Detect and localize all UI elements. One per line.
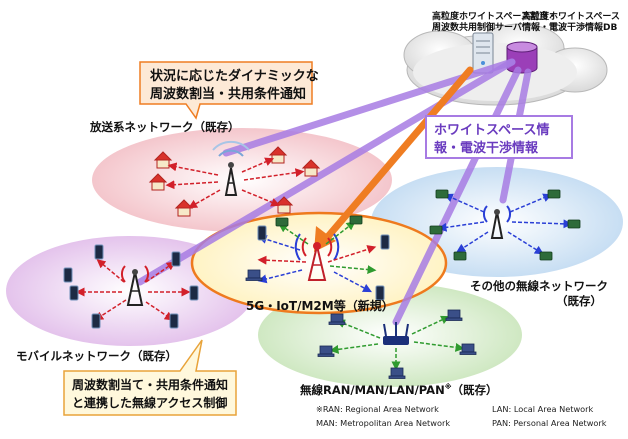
mobile-network-label: モバイルネットワーク（既存） [16, 349, 177, 363]
phone-icon [380, 234, 390, 250]
laptop-icon [245, 269, 263, 281]
center-tower-icon [294, 233, 340, 281]
laptop-icons [245, 269, 477, 379]
callout-bottom-line2: と連携した無線アクセス制御 [72, 395, 227, 410]
sensor-icons [275, 189, 581, 261]
center-network-label: 5G・IoT/M2M等（新規） [246, 298, 394, 313]
server-label-line1: 高粒度ホワイトスペース割当・ [432, 10, 557, 22]
sensor-icon [349, 215, 363, 225]
house-icon [148, 173, 168, 191]
callout-top-line1: 状況に応じたダイナミックな [150, 68, 319, 84]
house-icons [148, 146, 321, 217]
phone-icon [189, 285, 199, 301]
database-icon [506, 41, 538, 74]
other-tower-icon [483, 205, 511, 239]
house-icon [174, 199, 194, 217]
laptop-icon [388, 367, 406, 379]
phone-icon [257, 225, 267, 241]
callout-bottom: 周波数割当て・共用条件通知 と連携した無線アクセス制御 [63, 339, 237, 416]
phone-icon [171, 251, 181, 267]
sensor-icon [275, 217, 289, 227]
callout-top-line2: 周波数割当・共用条件通知 [150, 86, 306, 102]
sensor-icon [567, 219, 581, 229]
wlan-note-mark: ※ [445, 382, 452, 391]
db-label-line1: 高粒度ホワイトスペース [522, 10, 620, 22]
link-wlan [392, 66, 522, 326]
wlan-network-name: 無線RAN/MAN/LAN/PAN [300, 383, 445, 397]
broadcast-tower-icon [212, 140, 250, 196]
footnote-ran: ※RAN: Regional Area Network [316, 404, 439, 414]
phone-icon [69, 285, 79, 301]
other-network-label-line1: その他の無線ネットワーク [470, 279, 608, 293]
wlan-router-icon [383, 322, 409, 345]
db-label-line2: 情報・電波干渉情報DB [521, 21, 617, 33]
phone-icon [63, 267, 73, 283]
footnote-pan: PAN: Personal Area Network [492, 418, 607, 428]
laptop-icon [317, 345, 335, 357]
phone-icons [63, 225, 390, 329]
sensor-icon [539, 251, 553, 261]
phone-icon [94, 244, 104, 260]
radio-links-green [278, 221, 465, 371]
callout-right-line2: 報・電波干渉情報 [434, 140, 539, 156]
callout-bottom-line1: 周波数割当て・共用条件通知 [72, 377, 228, 392]
laptop-icon [328, 313, 346, 325]
broadcast-network-label: 放送系ネットワーク（既存） [89, 120, 240, 134]
footnote-lan: LAN: Local Area Network [492, 404, 594, 414]
mobile-tower-icon [121, 265, 149, 306]
callout-right-line1: ホワイトスペース情 [434, 122, 549, 138]
laptop-icon [459, 343, 477, 355]
sensor-icon [435, 189, 449, 199]
other-network-label-line2: （既存） [556, 294, 602, 308]
callout-right: ホワイトスペース情 報・電波干渉情報 [425, 115, 573, 159]
house-icon [301, 159, 321, 177]
radio-links-blue [257, 193, 573, 293]
wlan-network-suffix: （既存） [452, 383, 498, 397]
callout-top: 状況に応じたダイナミックな 周波数割当・共用条件通知 [139, 61, 319, 120]
radio-links-red [75, 157, 377, 321]
phone-icon [375, 285, 385, 301]
broadcast-network-area [92, 128, 392, 232]
sensor-icon [429, 225, 443, 235]
sensor-icon [547, 189, 561, 199]
laptop-icon [445, 309, 463, 321]
server-label-line2: 周波数共用制御サーバ [432, 21, 522, 33]
phone-icon [91, 313, 101, 329]
footnote-man: MAN: Metropolitan Area Network [316, 418, 450, 428]
phone-icon [169, 313, 179, 329]
wlan-network-label: 無線RAN/MAN/LAN/PAN※（既存） [300, 382, 498, 397]
sensor-icon [453, 251, 467, 261]
house-icon [268, 146, 288, 164]
